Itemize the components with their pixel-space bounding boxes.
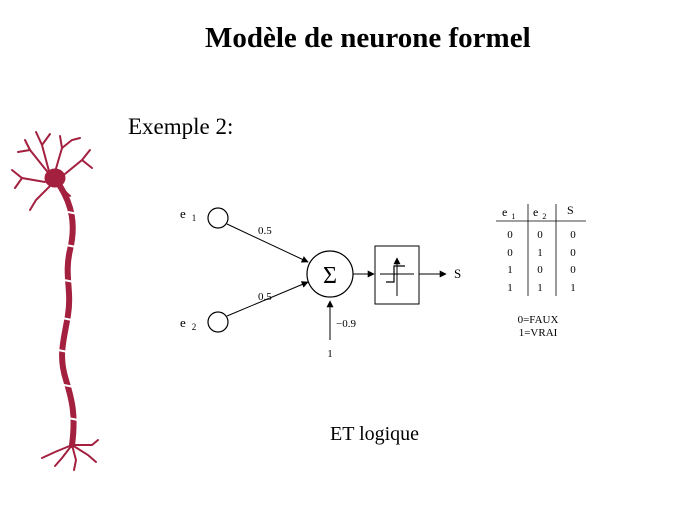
example-label: Exemple 2: bbox=[128, 114, 234, 139]
bias-weight-label: −0.9 bbox=[336, 318, 356, 330]
connection-1-arrow bbox=[226, 223, 309, 263]
svg-text:0: 0 bbox=[507, 229, 513, 241]
svg-text:0: 0 bbox=[507, 247, 513, 259]
weight-1-label: 0.5 bbox=[258, 225, 272, 237]
table-row: 0 1 0 bbox=[507, 247, 576, 259]
axon-icon bbox=[57, 183, 77, 448]
table-header-s: S bbox=[567, 203, 574, 217]
diagram-caption: ET logique bbox=[330, 423, 420, 445]
connection-2-arrow bbox=[226, 281, 309, 317]
biological-neuron-illustration bbox=[11, 131, 99, 471]
svg-text:0: 0 bbox=[570, 229, 576, 241]
table-row: 1 1 1 bbox=[507, 282, 576, 294]
svg-text:1: 1 bbox=[570, 282, 576, 294]
svg-text:1: 1 bbox=[507, 282, 513, 294]
svg-text:0: 0 bbox=[570, 264, 576, 276]
slide-title: Modèle de neurone formel bbox=[205, 22, 531, 54]
soma-icon bbox=[44, 168, 66, 188]
svg-text:1: 1 bbox=[537, 247, 543, 259]
weight-2-label: 0.5 bbox=[258, 291, 272, 303]
svg-text:1: 1 bbox=[537, 282, 543, 294]
legend-false: 0=FAUX bbox=[517, 314, 559, 326]
sum-icon: Σ bbox=[323, 263, 337, 289]
table-row: 0 0 0 bbox=[507, 229, 576, 241]
axon-myelin-gaps bbox=[57, 211, 79, 421]
table-row: 1 0 0 bbox=[507, 264, 576, 276]
legend-true: 1=VRAI bbox=[518, 327, 558, 339]
svg-text:1: 1 bbox=[507, 264, 513, 276]
svg-text:0: 0 bbox=[537, 264, 543, 276]
output-label: S bbox=[454, 266, 461, 281]
svg-text:0: 0 bbox=[570, 247, 576, 259]
bias-input-label: 1 bbox=[327, 348, 333, 360]
truth-table-legend: 0=FAUX 1=VRAI bbox=[506, 314, 570, 340]
svg-text:0: 0 bbox=[537, 229, 543, 241]
input-1-node bbox=[207, 207, 229, 229]
axon-terminals-icon bbox=[41, 439, 99, 471]
step-function-icon bbox=[380, 257, 414, 296]
input-2-node bbox=[207, 311, 229, 333]
